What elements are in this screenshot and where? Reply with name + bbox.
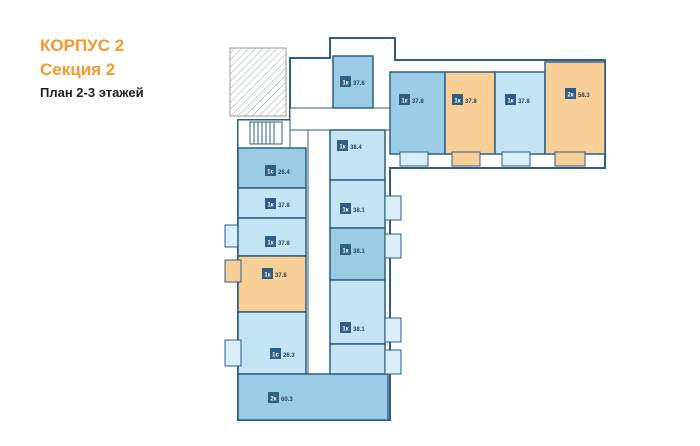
apartment-a10[interactable] [329,179,402,229]
apartment-a5[interactable] [544,61,606,167]
apartment-area: 37.8 [278,203,290,209]
apartment-label-a5: 2к 58.3 [565,88,590,99]
apartment-type: 1к [342,249,348,255]
apartment-area: 38.1 [353,208,365,214]
apartment-type-badge [340,322,351,333]
apartment-area: 37.8 [518,99,530,105]
apartment-area: 60.3 [281,397,293,403]
apartment-type: 2к [567,93,573,99]
apartment-type-badge [265,198,276,209]
apartment-label-a2: 1к 37.8 [399,94,424,105]
apartment-type: 1с [272,353,279,359]
apartment-type-badge [452,94,463,105]
apartment-type: 1с [267,170,274,176]
roof-area [229,47,287,117]
apartment-a3[interactable] [444,71,496,167]
apartment-label-a9: 1к 37.8 [265,236,290,247]
floor-plan-title: План 2-3 этажей [40,85,144,100]
apartment-type-badge [337,140,348,151]
apartment-area: 37.8 [465,99,477,105]
apartment-label-a10: 1к 38.1 [340,203,365,214]
apartment-type-badge [265,165,276,176]
apartment-area: 26.4 [278,170,290,176]
apartment-type: 1к [342,327,348,333]
apartment-type-badge [270,348,281,359]
apartment-area: 26.3 [283,353,295,359]
apartment-a1[interactable] [332,55,374,109]
apartment-label-a15: 2к 60.3 [268,392,293,403]
apartment-type: 1к [401,99,407,105]
apartment-label-a6: 1к 38.4 [337,140,362,151]
staircase [249,121,283,145]
apartment-area: 38.1 [353,327,365,333]
apartment-a6[interactable] [329,129,386,181]
apartment-area: 37.8 [278,241,290,247]
apartment-type: 1к [339,145,345,151]
apartment-area: 37.8 [275,273,287,279]
apartment-area: 37.6 [353,81,365,87]
apartment-a2[interactable] [389,71,446,167]
apartment-label-a3: 1к 37.8 [452,94,477,105]
apartment-type: 1к [264,273,270,279]
apartment-label-a1: 1к 37.6 [340,76,365,87]
apartment-type-badge [505,94,516,105]
apartment-type-badge [262,268,273,279]
apartment-label-a8: 1к 37.8 [265,198,290,209]
apartment-type: 1к [342,81,348,87]
apartment-a11[interactable] [224,255,307,313]
apartment-label-a12: 1к 38.1 [340,244,365,255]
apartment-label-a14: 1с 26.3 [270,348,295,359]
apartment-type-badge [399,94,410,105]
apartment-a15[interactable] [237,373,389,421]
apartment-area: 38.1 [353,249,365,255]
apartment-a12[interactable] [329,227,402,281]
apartment-area: 37.8 [412,99,424,105]
apartment-type-badge [265,236,276,247]
apartment-type: 1к [267,203,273,209]
apartment-a14[interactable] [224,311,307,375]
apartment-type-badge [340,76,351,87]
apartment-area: 38.4 [350,145,362,151]
apartment-filler [329,343,402,375]
apartment-type: 1к [507,99,513,105]
apartment-type-badge [565,88,576,99]
building-shell [237,37,606,421]
apartment-type: 1к [342,208,348,214]
apartment-type: 1к [267,241,273,247]
apartment-type: 2к [270,397,276,403]
apartment-type: 1к [454,99,460,105]
apartment-type-badge [268,392,279,403]
building-title: КОРПУС 2 [40,36,125,55]
section-title: Секция 2 [40,60,116,79]
apartment-label-a13: 1к 38.1 [340,322,365,333]
apartment-type-badge [340,244,351,255]
apartment-a4[interactable] [494,71,546,167]
apartment-area: 58.3 [578,93,590,99]
apartment-label-a4: 1к 37.8 [505,94,530,105]
apartment-label-a7: 1с 26.4 [265,165,290,176]
apartment-label-a11: 1к 37.8 [262,268,287,279]
apartment-type-badge [340,203,351,214]
